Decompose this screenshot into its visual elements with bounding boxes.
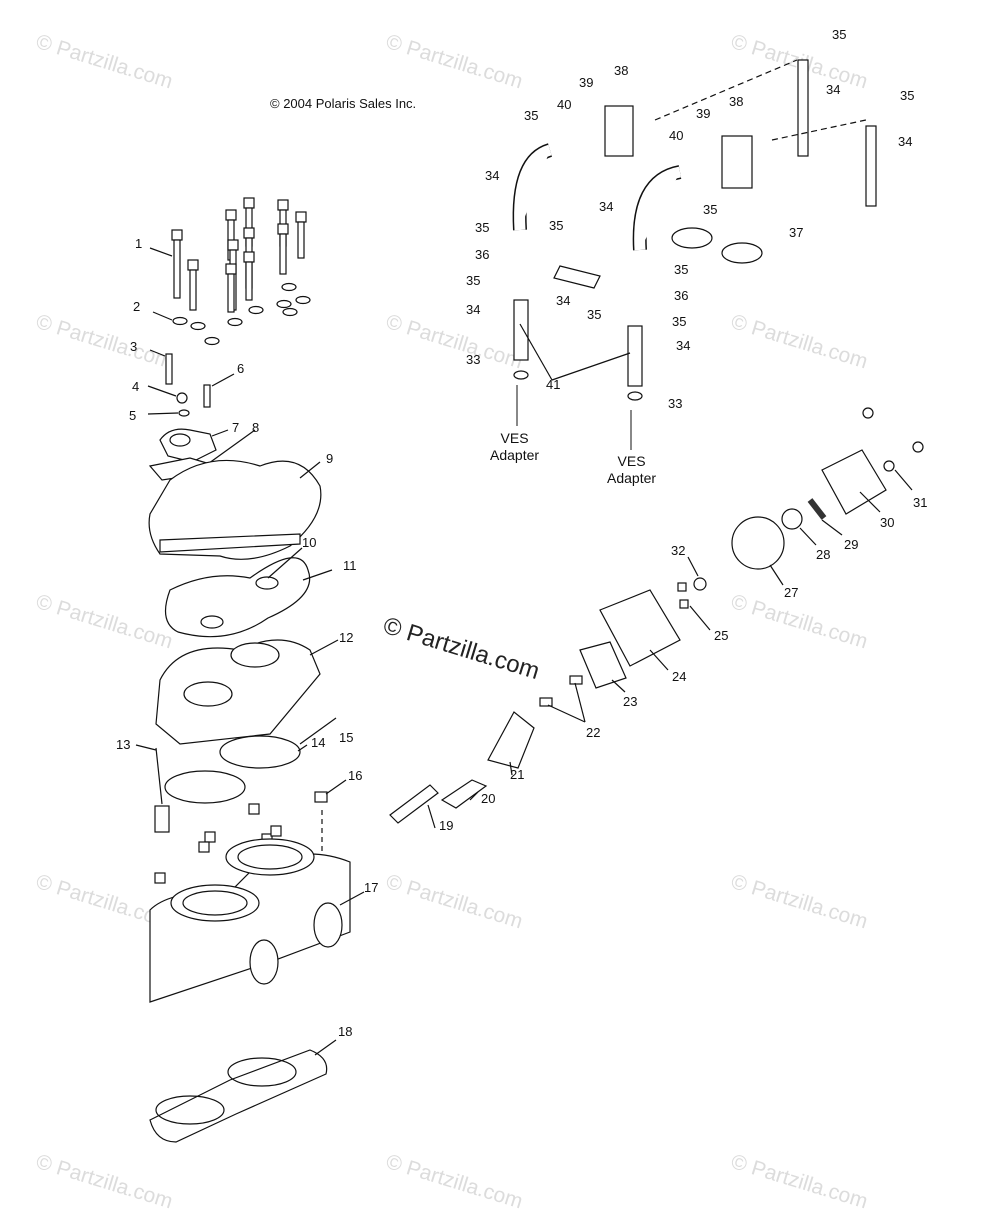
temp-sensor (135, 744, 170, 833)
callout-19: 19 (439, 818, 453, 833)
callout-5: 5 (129, 408, 136, 423)
callout-35g: 35 (466, 273, 480, 288)
callout-34g: 34 (898, 134, 912, 149)
callout-3: 3 (130, 339, 137, 354)
callout-35d: 35 (703, 202, 717, 217)
callout-10: 10 (302, 535, 316, 550)
callout-29: 29 (844, 537, 858, 552)
callout-20: 20 (481, 791, 495, 806)
copyright-notice: © 2004 Polaris Sales Inc. (270, 96, 417, 111)
callout-12: 12 (339, 630, 353, 645)
callout-35c: 35 (900, 88, 914, 103)
callout-6: 6 (237, 361, 244, 376)
callout-34d: 34 (466, 302, 480, 317)
sensor-bolts (147, 349, 235, 417)
ves-label-line1: VES (617, 453, 646, 469)
ves-label-line2: Adapter (490, 447, 540, 463)
base-gasket (149, 1039, 337, 1143)
callout-37: 37 (789, 225, 803, 240)
ves-hoses (512, 59, 877, 450)
callout-35b: 35 (832, 27, 846, 42)
callout-40: 40 (557, 97, 571, 112)
callout-18: 18 (338, 1024, 352, 1039)
callout-34e: 34 (676, 338, 690, 353)
callout-2: 2 (133, 299, 140, 314)
callout-35j: 35 (672, 314, 686, 329)
callout-11: 11 (343, 558, 357, 573)
callout-32: 32 (671, 543, 685, 558)
ves-label-line1: VES (500, 430, 529, 446)
callout-33b: 33 (668, 396, 682, 411)
callout-38b: 38 (729, 94, 743, 109)
callout-34c: 34 (556, 293, 570, 308)
callout-36b: 36 (674, 288, 688, 303)
callout-14: 14 (311, 735, 325, 750)
callout-39b: 39 (696, 106, 710, 121)
callout-39: 39 (579, 75, 593, 90)
callout-34: 34 (485, 168, 499, 183)
callout-21: 21 (510, 767, 524, 782)
callout-34b: 34 (599, 199, 613, 214)
callout-35h: 35 (587, 307, 601, 322)
callout-38: 38 (614, 63, 628, 78)
cylinder-block (149, 838, 365, 1003)
callout-28: 28 (816, 547, 830, 562)
callout-36: 36 (475, 247, 489, 262)
callout-17: 17 (364, 880, 378, 895)
exhaust-valve-parts (389, 407, 924, 829)
callout-13: 13 (116, 737, 130, 752)
ves-adapter-label-right: VES Adapter (607, 453, 656, 487)
cylinder-head (148, 459, 322, 560)
callout-35f: 35 (549, 218, 563, 233)
callout-1: 1 (135, 236, 142, 251)
callout-4: 4 (132, 379, 139, 394)
callout-8: 8 (252, 420, 259, 435)
callout-30: 30 (880, 515, 894, 530)
head-bolts (149, 197, 307, 313)
head-gaskets (164, 717, 337, 804)
callout-41: 41 (546, 377, 560, 392)
callout-16: 16 (348, 768, 362, 783)
callout-24: 24 (672, 669, 686, 684)
callout-34f: 34 (826, 82, 840, 97)
callout-35e: 35 (475, 220, 489, 235)
head-cover (155, 639, 339, 745)
callout-35i: 35 (674, 262, 688, 277)
callout-7: 7 (232, 420, 239, 435)
washers (152, 282, 311, 346)
callout-25: 25 (714, 628, 728, 643)
ves-adapter-label-left: VES Adapter (490, 430, 539, 464)
o-rings (164, 547, 333, 638)
callout-numbers: 1 2 3 4 5 6 7 8 9 10 11 12 13 14 15 16 1… (116, 27, 927, 1039)
callout-15: 15 (339, 730, 353, 745)
callout-9: 9 (326, 451, 333, 466)
callout-40b: 40 (669, 128, 683, 143)
ves-label-line2: Adapter (607, 470, 657, 486)
callout-23: 23 (623, 694, 637, 709)
callout-33: 33 (466, 352, 480, 367)
callout-22: 22 (586, 725, 600, 740)
callout-31: 31 (913, 495, 927, 510)
callout-35: 35 (524, 108, 538, 123)
callout-27: 27 (784, 585, 798, 600)
